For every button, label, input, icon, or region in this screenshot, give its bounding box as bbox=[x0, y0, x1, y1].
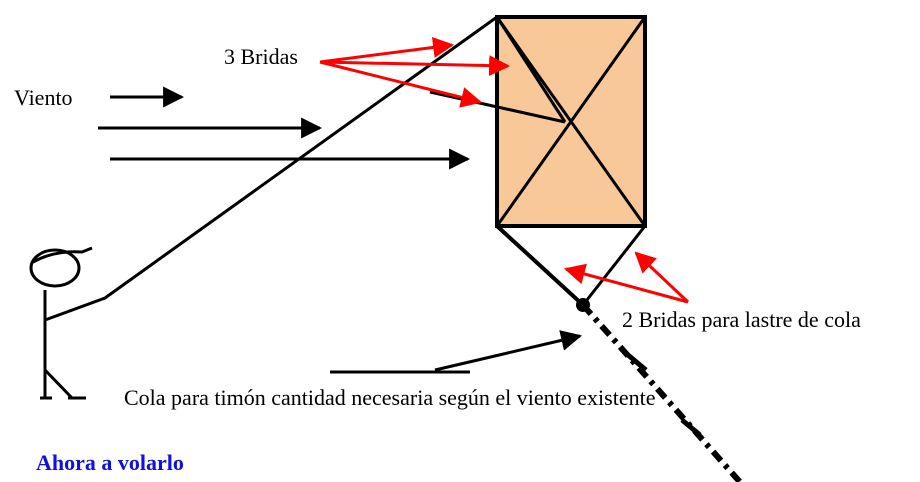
label-tail: Cola para timón cantidad necesaria según… bbox=[124, 385, 655, 410]
bridle-line-mid bbox=[429, 90, 566, 124]
label-bridas-top: 3 Bridas bbox=[224, 44, 298, 69]
person-head bbox=[29, 248, 81, 288]
tail-knot bbox=[576, 298, 590, 312]
label-wind: Viento bbox=[14, 85, 73, 110]
label-footer: Ahora a volarlo bbox=[36, 450, 184, 475]
bridle-arrows bbox=[319, 37, 690, 304]
tail-rope bbox=[576, 298, 743, 482]
bridle-arrow bbox=[319, 60, 483, 108]
bridle-line-top bbox=[495, 16, 567, 123]
flying-line bbox=[44, 15, 498, 322]
tail-bridle-arrow bbox=[634, 251, 690, 304]
wind-arrows bbox=[98, 86, 471, 170]
kite bbox=[429, 15, 647, 307]
kite-cross-spar-2 bbox=[495, 16, 647, 227]
label-bridas-tail: 2 Bridas para lastre de cola bbox=[622, 307, 861, 332]
tail-bridle-arrow bbox=[563, 263, 689, 304]
tail-pointer bbox=[330, 330, 583, 374]
person-cap bbox=[32, 246, 93, 264]
person-figure bbox=[29, 246, 93, 400]
bridle-arrow bbox=[319, 55, 511, 77]
kite-tail-bridle-right bbox=[581, 225, 647, 306]
kite-tail-bridle-left bbox=[495, 224, 585, 307]
bridle-arrow bbox=[319, 37, 455, 64]
